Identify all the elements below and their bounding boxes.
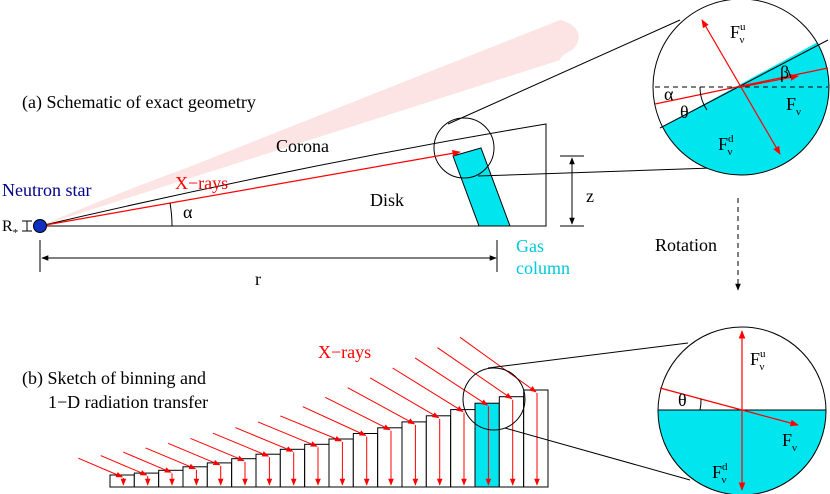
- bin-xray-arrow: [392, 367, 464, 413]
- bin-column: [304, 443, 330, 488]
- corona-label: Corona: [276, 136, 329, 156]
- bin-column: [450, 409, 476, 488]
- xray-ray-a: [39, 150, 461, 227]
- inset-a-f: Fν: [786, 94, 801, 118]
- bin-column: [401, 421, 427, 488]
- bin-xray-arrow: [369, 377, 440, 419]
- disk-shape: [39, 123, 547, 227]
- panel-b: (b) Sketch of binning and 1−D radiation …: [22, 336, 691, 488]
- r-star-label: R*: [2, 218, 18, 239]
- caption-b-2: 1−D radiation transfer: [48, 392, 208, 412]
- bin-xray-arrow: [190, 437, 245, 462]
- zoom-line-a2: [477, 167, 713, 177]
- inset-a-alpha: α: [664, 84, 674, 104]
- xrays-label-a: X−rays: [175, 173, 228, 193]
- neutron-star-label: Neutron star: [2, 180, 91, 200]
- inset-b-f: Fν: [782, 430, 797, 454]
- bins-group: [78, 336, 549, 488]
- neutron-star: [33, 219, 47, 233]
- bin-xray-arrow: [235, 427, 294, 452]
- bin-xray-arrow: [324, 396, 391, 431]
- bin-column: [377, 427, 403, 488]
- bin-xray-arrow: [459, 336, 537, 393]
- bin-xray-arrow: [347, 387, 416, 425]
- bin-xray-arrow: [167, 442, 221, 466]
- gas-column-label-1: Gas: [516, 236, 544, 256]
- gas-column: [452, 147, 511, 227]
- alpha-arc-a: [169, 202, 173, 227]
- bin-column: [231, 458, 257, 488]
- bin-xray-arrow: [145, 447, 197, 470]
- z-label: z: [586, 186, 594, 206]
- bin-column: [474, 402, 500, 488]
- bin-column: [352, 433, 379, 488]
- bin-column: [182, 466, 208, 488]
- alpha-label-a: α: [183, 202, 193, 222]
- bin-column: [255, 453, 281, 488]
- xrays-label-b: X−rays: [318, 342, 371, 362]
- zoom-circle-a: [433, 117, 495, 179]
- inset-a-beta: β: [780, 62, 789, 82]
- bin-xray-arrow: [437, 347, 513, 400]
- bin-xray-arrow: [100, 455, 148, 476]
- caption-a: (a) Schematic of exact geometry: [22, 92, 256, 113]
- inset-a-theta: θ: [680, 102, 689, 122]
- r-label: r: [255, 269, 261, 289]
- caption-b-1: (b) Sketch of binning and: [22, 368, 206, 389]
- bin-column: [523, 389, 549, 488]
- bin-xray-arrow: [123, 451, 172, 473]
- bin-xray-arrow: [78, 457, 124, 478]
- rotation-label: Rotation: [655, 235, 717, 255]
- bin-xray-arrow: [280, 415, 343, 442]
- inset-b-circle: [657, 326, 827, 494]
- inset-a-circle: [652, 0, 830, 176]
- bin-column: [328, 438, 354, 488]
- bin-xray-arrow: [302, 406, 367, 436]
- bin-column: [158, 469, 184, 488]
- disk-label: Disk: [370, 190, 404, 210]
- bin-column: [206, 462, 233, 488]
- bin-xray-arrow: [212, 432, 270, 457]
- gas-column-label-2: column: [516, 258, 570, 278]
- bin-xray-arrow: [414, 357, 488, 406]
- inset-b-theta: θ: [678, 390, 687, 410]
- bin-column: [425, 415, 452, 488]
- bin-xray-arrow: [257, 421, 318, 447]
- bin-column: [498, 396, 525, 488]
- zoom-line-a1: [447, 19, 681, 125]
- panel-a: (a) Schematic of exact geometry Corona D…: [2, 19, 713, 289]
- zoom-circle-b: [462, 367, 526, 431]
- bin-column: [279, 448, 306, 488]
- zoom-line-b1: [487, 342, 689, 369]
- zoom-line-b2: [504, 427, 691, 481]
